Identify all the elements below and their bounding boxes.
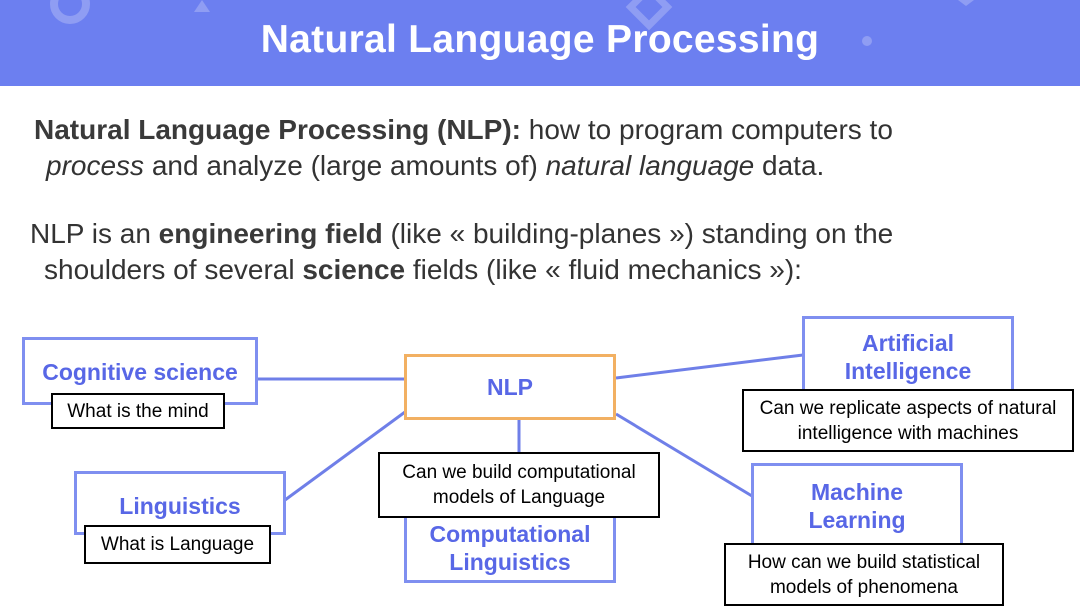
decor-ring (50, 0, 90, 24)
node-artificial-intelligence: Artificial Intelligence (802, 316, 1014, 392)
definition-text: data. (754, 150, 825, 181)
decor-dot (862, 36, 872, 46)
field-text: fields (like « fluid mechanics »): (405, 254, 802, 285)
node-label: NLP (487, 374, 533, 400)
note-linguistics: What is Language (84, 525, 271, 564)
note-cognitive-science: What is the mind (51, 393, 225, 429)
node-nlp: NLP (404, 354, 616, 420)
note-artificial-intelligence: Can we replicate aspects of natural inte… (742, 389, 1074, 452)
field-line-1: NLP is an engineering field (like « buil… (30, 216, 893, 252)
node-linguistics: Linguistics (74, 471, 286, 535)
node-label: Machine Learning (808, 479, 906, 533)
banner-decoration (50, 0, 974, 46)
node-label: Computational Linguistics (429, 521, 591, 575)
decor-triangle (958, 0, 974, 6)
emphasis-process: process (46, 150, 145, 181)
decor-diamond (625, 0, 673, 31)
node-label: Artificial Intelligence (844, 330, 972, 384)
field-engineering: engineering field (158, 218, 383, 249)
definition-text: how to program computers to (520, 114, 893, 145)
edge-linguistics-nlp (284, 410, 406, 502)
definition-term: Natural Language Processing (NLP): (34, 114, 521, 145)
note-computational-linguistics: Can we build computational models of Lan… (378, 452, 660, 518)
node-label: Linguistics (119, 493, 241, 519)
field-line-2: shoulders of several science fields (lik… (44, 252, 802, 288)
field-science: science (302, 254, 406, 285)
emphasis-natural-language: natural language (545, 150, 755, 181)
field-text: shoulders of several (44, 254, 303, 285)
definition-text: and analyze (large amounts of) (144, 150, 546, 181)
field-text: (like « building-planes ») standing on t… (382, 218, 894, 249)
title-banner: Natural Language Processing (0, 0, 1080, 86)
note-machine-learning: How can we build statistical models of p… (724, 543, 1004, 606)
page-title: Natural Language Processing (260, 18, 820, 61)
definition-line-1: Natural Language Processing (NLP): how t… (34, 112, 893, 148)
edge-nlp-ai (615, 353, 804, 380)
node-label: Cognitive science (42, 359, 238, 385)
node-machine-learning: Machine Learning (751, 463, 963, 547)
decor-triangle (194, 0, 210, 12)
definition-line-2: process and analyze (large amounts of) n… (46, 148, 824, 184)
field-text: NLP is an (30, 218, 159, 249)
edge-nlp-ml (615, 412, 753, 498)
